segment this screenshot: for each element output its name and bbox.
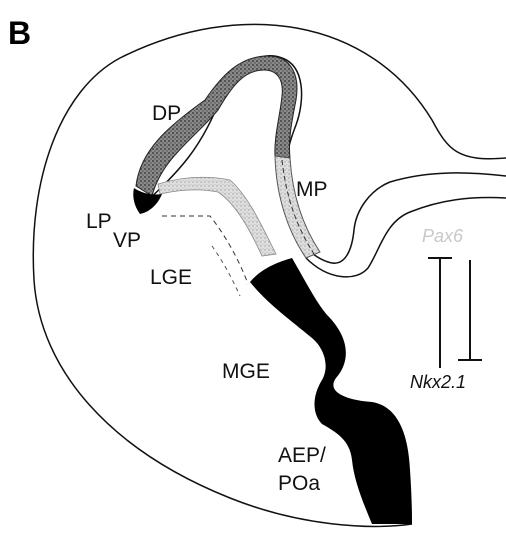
label-poa: POa (278, 472, 320, 495)
nkx21-black-domain (250, 258, 412, 524)
gene-pax6-label: Pax6 (422, 226, 464, 246)
lge-boundary (212, 246, 240, 296)
panel-letter: B (8, 15, 31, 51)
label-lp: LP (86, 210, 112, 233)
gene-nkx21-label: Nkx2.1 (410, 372, 466, 392)
label-dp: DP (152, 102, 181, 125)
label-mp: MP (296, 178, 328, 201)
label-vp: VP (113, 229, 141, 252)
repression-arrows (428, 258, 482, 368)
label-aep: AEP/ (278, 444, 326, 467)
dp-stippled-domain (136, 56, 297, 196)
label-lge: LGE (150, 266, 192, 289)
mp-stippled-domain (275, 156, 320, 258)
label-mge: MGE (222, 360, 270, 383)
inner-fold-outline (306, 198, 506, 277)
lp-vp-stippled-domain (158, 177, 276, 256)
